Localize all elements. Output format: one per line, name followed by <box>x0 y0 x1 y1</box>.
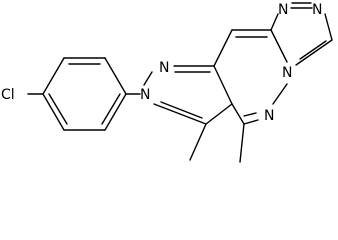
bond <box>295 39 333 66</box>
double-bond-inner <box>299 40 327 60</box>
bond <box>272 83 288 105</box>
double-bond-inner <box>48 93 68 125</box>
double-bond-inner <box>101 93 121 125</box>
bond <box>231 103 245 125</box>
bond <box>270 29 288 63</box>
bond <box>153 103 207 125</box>
bond <box>104 57 127 95</box>
bond <box>42 93 65 131</box>
pyrazole-n1-label: N <box>159 60 169 76</box>
chlorine-label: Cl <box>1 87 15 103</box>
methyl-bond <box>239 123 245 163</box>
triazole-ring <box>270 2 333 66</box>
bond <box>270 13 279 31</box>
bond <box>324 13 333 41</box>
bond <box>104 93 127 131</box>
bond <box>213 65 233 105</box>
bond <box>213 29 233 67</box>
chlorophenyl-ring <box>42 57 127 131</box>
double-bond-inner <box>160 101 203 119</box>
pyrazole-ring <box>143 65 233 125</box>
pyridazine-n-label: N <box>264 108 274 124</box>
pyridazine-ring <box>213 29 288 125</box>
pyrazole-n2-label: N <box>140 87 150 103</box>
triazole-n2-label: N <box>312 2 322 18</box>
bond <box>143 71 153 86</box>
bond <box>243 119 259 125</box>
bond <box>205 103 233 125</box>
molecule-structure: Cl N N N N N N <box>1 2 333 163</box>
bridgehead-n-label: N <box>282 65 292 81</box>
triazole-n1-label: N <box>278 2 288 18</box>
double-bond-inner <box>243 112 257 117</box>
bond <box>42 57 65 95</box>
methyl-bond <box>189 123 207 161</box>
